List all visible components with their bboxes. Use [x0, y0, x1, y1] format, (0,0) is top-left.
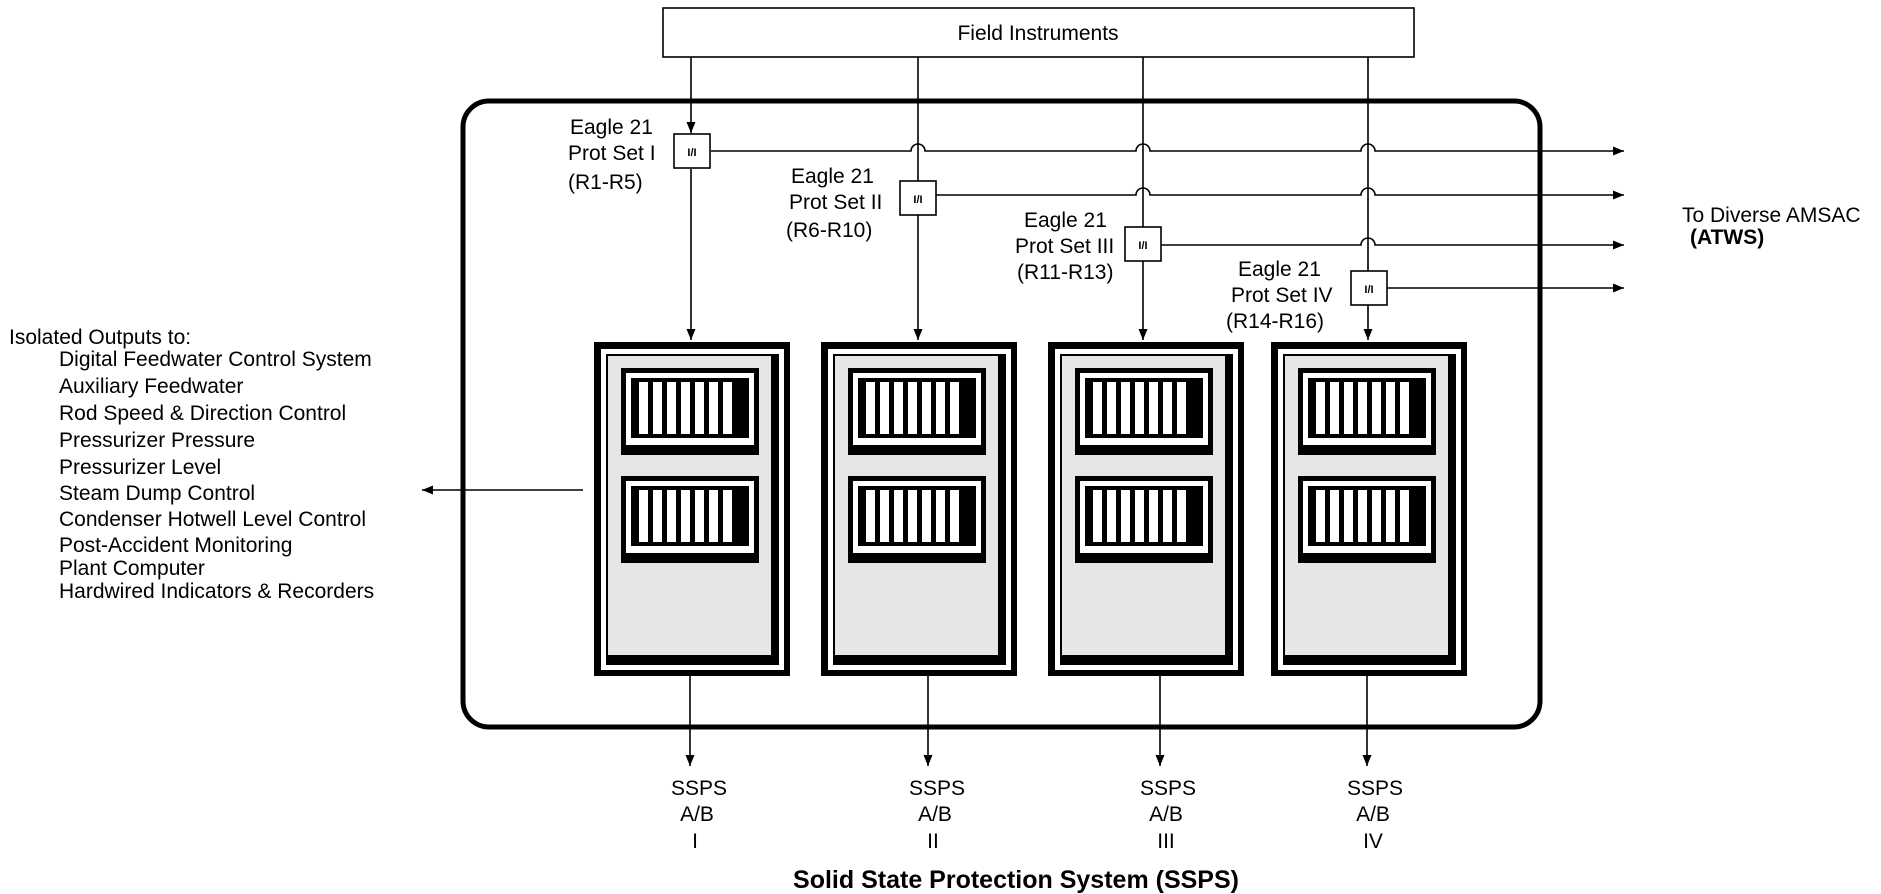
svg-text:(R14-R16): (R14-R16)	[1226, 310, 1324, 333]
svg-text:Isolated Outputs to:: Isolated Outputs to:	[9, 326, 191, 349]
svg-text:Rod Speed & Direction Control: Rod Speed & Direction Control	[59, 402, 346, 425]
svg-text:I/I: I/I	[1364, 284, 1373, 296]
diagram-title: Solid State Protection System (SSPS)	[793, 866, 1239, 894]
svg-text:IV: IV	[1363, 830, 1383, 853]
svg-text:SSPS: SSPS	[671, 777, 727, 800]
svg-text:SSPS: SSPS	[1140, 777, 1196, 800]
svg-text:Eagle 21: Eagle 21	[570, 116, 653, 139]
ssps-output-lines	[690, 676, 1367, 766]
isolator-4: I/I	[1351, 271, 1387, 305]
svg-text:SSPS: SSPS	[1347, 777, 1403, 800]
cabinet-prot-set-1	[594, 342, 790, 676]
svg-text:(R1-R5): (R1-R5)	[568, 171, 643, 194]
cabinet-prot-set-2	[821, 342, 1017, 676]
svg-text:(R11-R13): (R11-R13)	[1017, 261, 1113, 284]
ssps-output-4-label: SSPS A/B IV	[1347, 777, 1403, 853]
prot-set-3-label: Eagle 21 Prot Set III (R11-R13)	[1015, 209, 1114, 284]
svg-text:(R6-R10): (R6-R10)	[786, 219, 872, 242]
svg-text:Pressurizer Pressure: Pressurizer Pressure	[59, 429, 255, 452]
svg-text:Plant Computer: Plant Computer	[59, 557, 205, 580]
svg-text:Hardwired Indicators & Recorde: Hardwired Indicators & Recorders	[59, 580, 374, 603]
svg-text:I: I	[692, 830, 698, 853]
svg-text:Steam Dump Control: Steam Dump Control	[59, 482, 255, 505]
svg-text:Condenser Hotwell Level Contro: Condenser Hotwell Level Control	[59, 508, 366, 531]
prot-set-4-label: Eagle 21 Prot Set IV (R14-R16)	[1226, 258, 1333, 333]
svg-text:Eagle 21: Eagle 21	[791, 165, 874, 188]
svg-text:I/I: I/I	[687, 147, 696, 159]
svg-text:Prot Set IV: Prot Set IV	[1231, 284, 1333, 307]
isolator-3: I/I	[1125, 227, 1161, 261]
prot-set-1-label: Eagle 21 Prot Set I (R1-R5)	[568, 116, 656, 194]
svg-text:SSPS: SSPS	[909, 777, 965, 800]
svg-text:To Diverse AMSAC: To Diverse AMSAC	[1682, 204, 1861, 227]
svg-text:I/I: I/I	[1138, 240, 1147, 252]
svg-text:I/I: I/I	[913, 194, 922, 206]
svg-text:A/B: A/B	[680, 803, 714, 826]
prot-set-2-label: Eagle 21 Prot Set II (R6-R10)	[786, 165, 882, 242]
svg-text:Eagle 21: Eagle 21	[1024, 209, 1107, 232]
svg-text:Eagle 21: Eagle 21	[1238, 258, 1321, 281]
svg-text:Digital Feedwater Control Syst: Digital Feedwater Control System	[59, 348, 372, 371]
ssps-output-2-label: SSPS A/B II	[909, 777, 965, 853]
svg-text:Prot Set II: Prot Set II	[789, 191, 882, 214]
svg-text:Post-Accident Monitoring: Post-Accident Monitoring	[59, 534, 292, 557]
svg-text:III: III	[1157, 830, 1175, 853]
cabinet-prot-set-4	[1271, 342, 1467, 676]
svg-text:Auxiliary Feedwater: Auxiliary Feedwater	[59, 375, 243, 398]
svg-text:A/B: A/B	[918, 803, 952, 826]
isolator-2: I/I	[900, 181, 936, 215]
isolator-1: I/I	[674, 134, 710, 168]
svg-text:Prot Set III: Prot Set III	[1015, 235, 1114, 258]
svg-text:II: II	[927, 830, 939, 853]
field-instruments-label: Field Instruments	[957, 22, 1118, 45]
svg-text:A/B: A/B	[1356, 803, 1390, 826]
svg-text:A/B: A/B	[1149, 803, 1183, 826]
ssps-output-3-label: SSPS A/B III	[1140, 777, 1196, 853]
cabinet-prot-set-3	[1048, 342, 1244, 676]
isolated-outputs-list: Isolated Outputs to: Digital Feedwater C…	[9, 326, 374, 603]
svg-text:Pressurizer Level: Pressurizer Level	[59, 456, 221, 479]
svg-text:Prot Set I: Prot Set I	[568, 142, 656, 165]
ssps-output-1-label: SSPS A/B I	[671, 777, 727, 853]
svg-text:(ATWS): (ATWS)	[1690, 226, 1764, 249]
amsac-label: To Diverse AMSAC (ATWS)	[1682, 204, 1861, 249]
